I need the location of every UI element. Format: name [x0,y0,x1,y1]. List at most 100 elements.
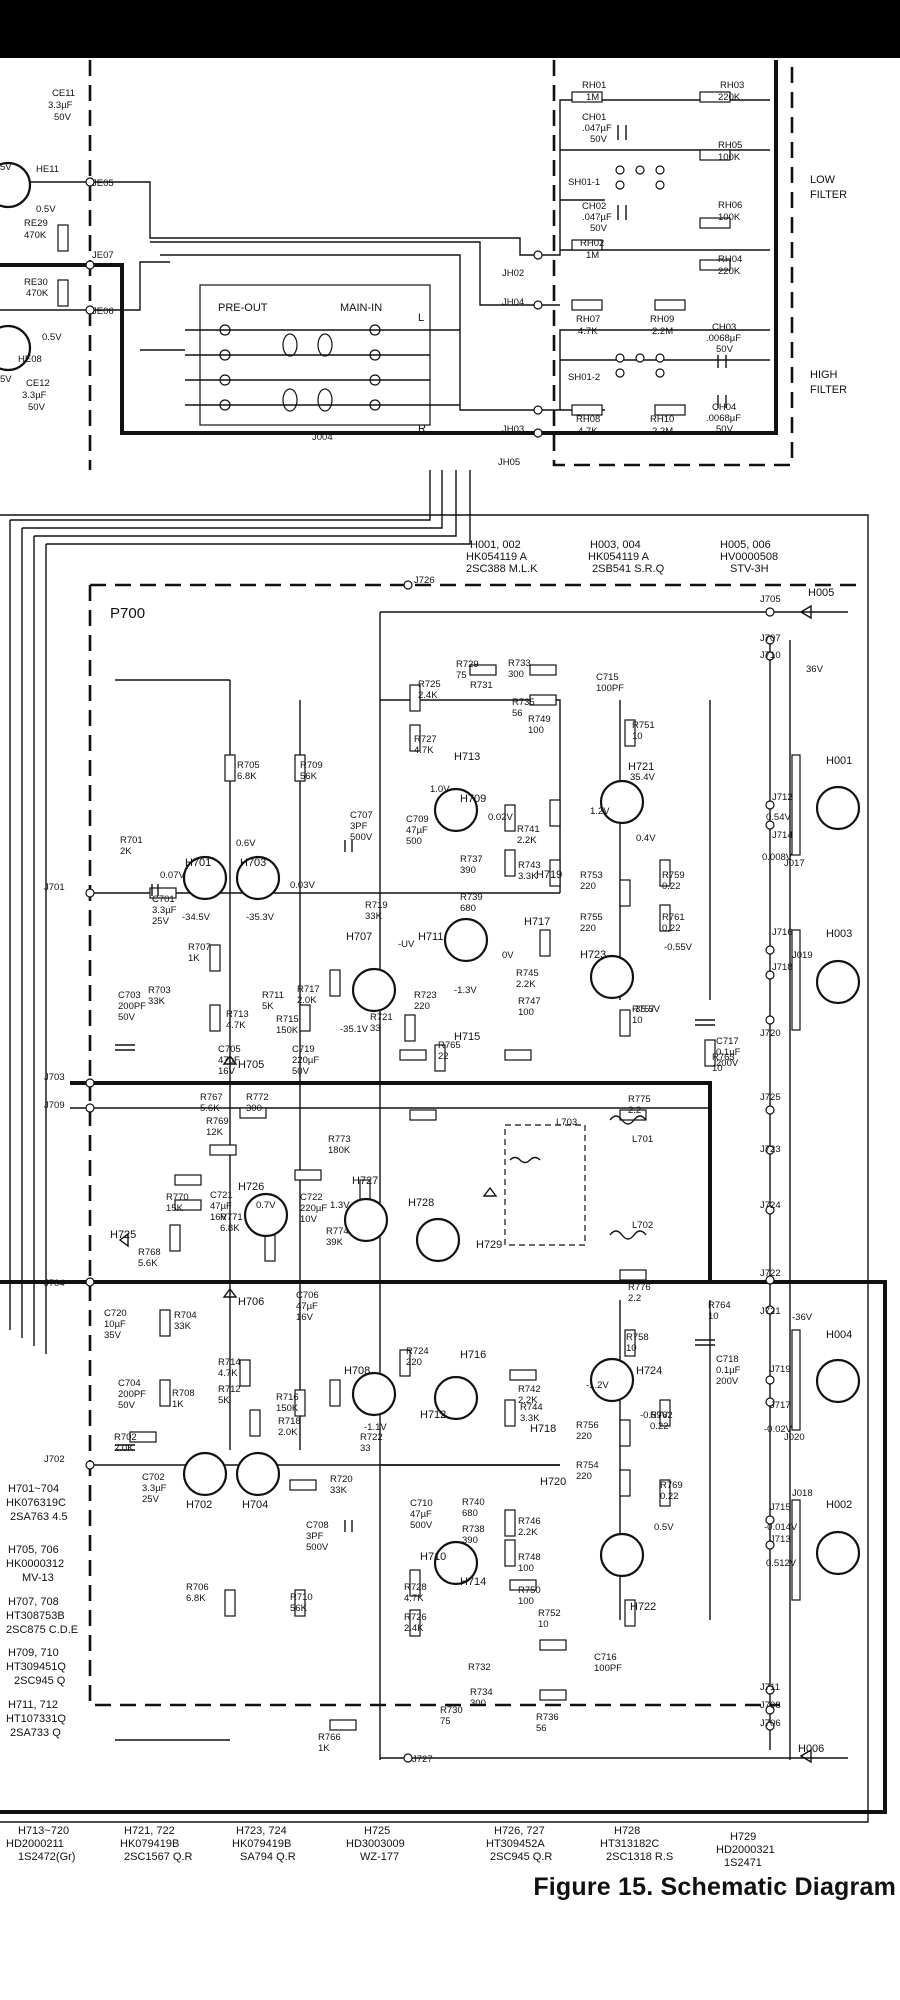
resistor-value: 6.8K [186,1593,206,1604]
capacitor-ref: C721 [210,1190,233,1201]
capacitor-ref: C717 [716,1036,739,1047]
header-ref: H001, 002 [470,539,521,551]
bottom-legend: H713~720 HD2000211 1S2472(Gr) H721, 722 … [6,1825,775,1869]
resistor-value: 4.7K [414,745,434,756]
voltage-label: -0.55V [664,942,693,953]
transistor-label: H705 [238,1059,264,1071]
resistor-ref: R748 [518,1552,541,1563]
voltage-label: -0.59V [640,1410,669,1421]
main-in-label: MAIN-IN [340,302,382,314]
board-name: P700 [110,605,145,622]
resistor-ref: R771 [220,1212,243,1223]
junction-label: JH04 [502,297,524,308]
resistor-value: 4.7K [218,1368,238,1379]
capacitor-ref: C705 [218,1044,241,1055]
voltage-label: 36V [806,664,824,675]
junction-label: J713 [770,1534,791,1545]
resistor-value: 56K [290,1603,308,1614]
transistor-label: H723 [580,949,606,961]
resistor-ref: R721 [370,1012,393,1023]
junction-label: J705 [760,594,781,605]
junction-label: J702 [44,1454,65,1465]
resistor-value: 100 [518,1007,534,1018]
inductor-label: L703 [556,1117,577,1128]
left-part-value: 3.3µF [22,390,47,401]
legend-ref: H713~720 [18,1825,69,1837]
resistor-value: 33 [360,1443,371,1454]
board-resistors [129,664,716,1731]
resistor-value: 680 [460,903,476,914]
transistor-label: H727 [352,1175,378,1187]
capacitor-voltage: 50V [118,1012,136,1023]
legend-type: 2SC945 Q [14,1675,66,1687]
resistor-ref: R735 [512,697,535,708]
left-part-value: 470K [24,230,47,241]
resistor-value: 1K [188,953,200,964]
filter-part-ref: RH04 [718,254,742,265]
capacitor-ref: C703 [118,990,141,1001]
filter-part-value: 50V [590,223,608,234]
transistor-label: H720 [540,1476,566,1488]
voltage-label: 0.54V [766,812,791,823]
resistor-value: 1K [172,1399,184,1410]
resistor-value: 56K [300,771,318,782]
filter-part-value: 100K [718,212,741,223]
figure-caption: Figure 15. Schematic Diagram [533,1873,896,1901]
resistor-ref: R764 [708,1300,731,1311]
resistor-value: 2.0K [114,1443,134,1454]
resistor-ref: R765 [438,1040,461,1051]
capacitor-ref: C708 [306,1520,329,1531]
junction-label: JH05 [498,457,520,468]
junction-label: JE06 [92,306,114,317]
junction-label: J707 [760,633,781,644]
resistor-ref: R754 [576,1460,599,1471]
legend-type: 2SC1567 Q.R [124,1851,193,1863]
resistor-value: 100 [528,725,544,736]
resistor-ref: R776 [628,1282,651,1293]
resistor-ref: R715 [276,1014,299,1025]
capacitor-value: 0.1µF [716,1047,741,1058]
transistor-label: H707 [346,931,372,943]
voltage-label: 0.07V [160,870,185,881]
legend-code: HT309451Q [6,1661,66,1673]
resistor-ref: R709 [300,760,323,771]
transistor-label: H713 [454,751,480,763]
resistor-ref: R745 [516,968,539,979]
junction-label: JH03 [502,424,524,435]
voltage-label: -35.3V [246,912,275,923]
inductor-label: L701 [632,1134,653,1145]
capacitor-value: 200PF [118,1001,146,1012]
transistor-label: H721 [628,761,654,773]
legend-code: HK0000312 [6,1558,64,1570]
left-part-voltage: 50V [54,112,72,123]
low-filter-label-2: FILTER [810,189,847,201]
junction-label: J019 [792,950,813,961]
junction-label: J721 [760,1306,781,1317]
jack-right-label: R [418,423,426,435]
resistor-ref: R727 [414,734,437,745]
resistor-value: 2.2 [628,1293,641,1304]
capacitor-voltage: 25V [142,1494,160,1505]
resistor-ref: R723 [414,990,437,1001]
legend-type: 2SC875 C.D.E [6,1624,78,1636]
resistor-value: 2.0K [278,1427,298,1438]
resistor-value: 56 [512,708,523,719]
capacitor-value: 0.1µF [716,1365,741,1376]
legend-ref: H726, 727 [494,1825,545,1837]
resistor-ref: R731 [470,680,493,691]
resistor-ref: R751 [632,720,655,731]
resistor-ref: R725 [418,679,441,690]
header-ref: H005, 006 [720,539,771,551]
header-code: HK054119 A [466,551,528,563]
voltage-label: -35.5V [632,1004,661,1015]
jack-left-label: L [418,312,424,324]
filter-part-value: 50V [590,134,608,145]
resistor-value: 220 [576,1431,592,1442]
resistor-ref: R719 [365,900,388,911]
legend-ref: H725 [364,1825,390,1837]
resistor-value: 3.3K [520,1413,540,1424]
resistor-value: 10 [632,731,643,742]
legend-code: HK076319C [6,1497,66,1509]
capacitor-value: 220µF [292,1055,319,1066]
legend-type: SA794 Q.R [240,1851,296,1863]
